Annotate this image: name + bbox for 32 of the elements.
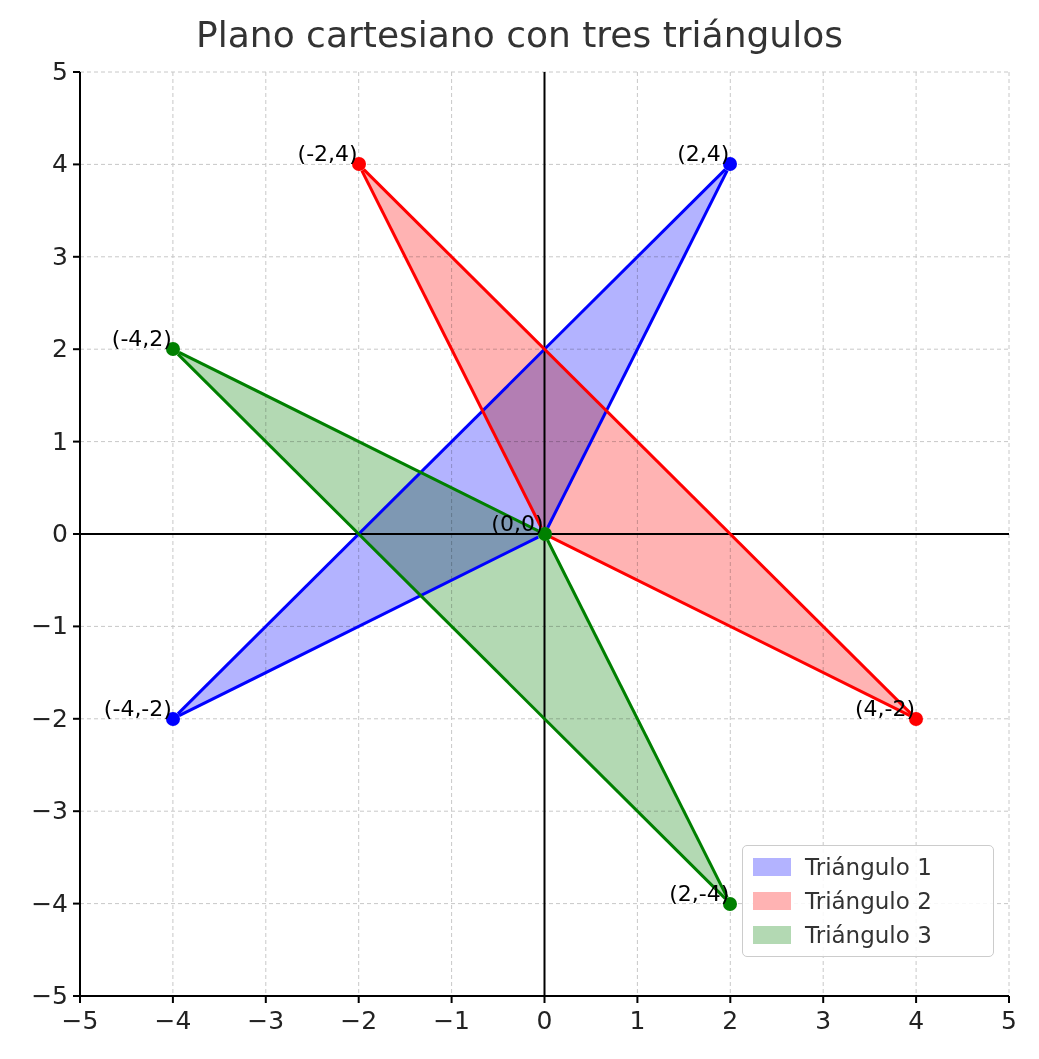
x-tick-label: 5 [1001,1006,1017,1035]
point-label: (2,4) [677,141,730,167]
triangle-side [178,350,539,533]
y-tick-label: 1 [52,426,68,456]
x-tick-label: 2 [722,1006,739,1035]
point-label: (-2,4) [297,141,358,167]
x-tick-label: 1 [629,1006,646,1035]
x-tick-label: 0 [536,1006,553,1035]
x-tick-label: 4 [908,1006,925,1035]
y-tick-label: 4 [52,149,68,179]
legend-label: Triángulo 2 [805,888,932,914]
triangle-side [546,169,729,529]
x-tick-label: −4 [154,1006,192,1035]
legend-label: Triángulo 1 [805,854,932,880]
y-tick-label: 5 [52,57,68,86]
x-tick-label: −1 [433,1006,470,1035]
y-tick-label: −2 [31,703,68,733]
y-tick-label: 0 [52,519,68,548]
chart-title: Plano cartesiano con tres triángulos [195,14,844,55]
x-tick-label: 3 [815,1006,832,1035]
y-tick-label: −4 [31,888,68,918]
y-tick-label: 2 [52,334,68,364]
y-tick-label: −1 [31,611,68,641]
y-tick-label: −3 [31,796,68,826]
triangle-side [550,535,911,718]
x-tick-label: −3 [247,1006,285,1035]
point-label: (-4,2) [111,326,172,352]
x-tick-label: −2 [340,1006,378,1035]
point-label: (-4,-2) [103,695,172,721]
triangle-side [178,535,539,718]
y-tick-label: 3 [52,241,68,271]
legend-label: Triángulo 3 [805,922,932,948]
